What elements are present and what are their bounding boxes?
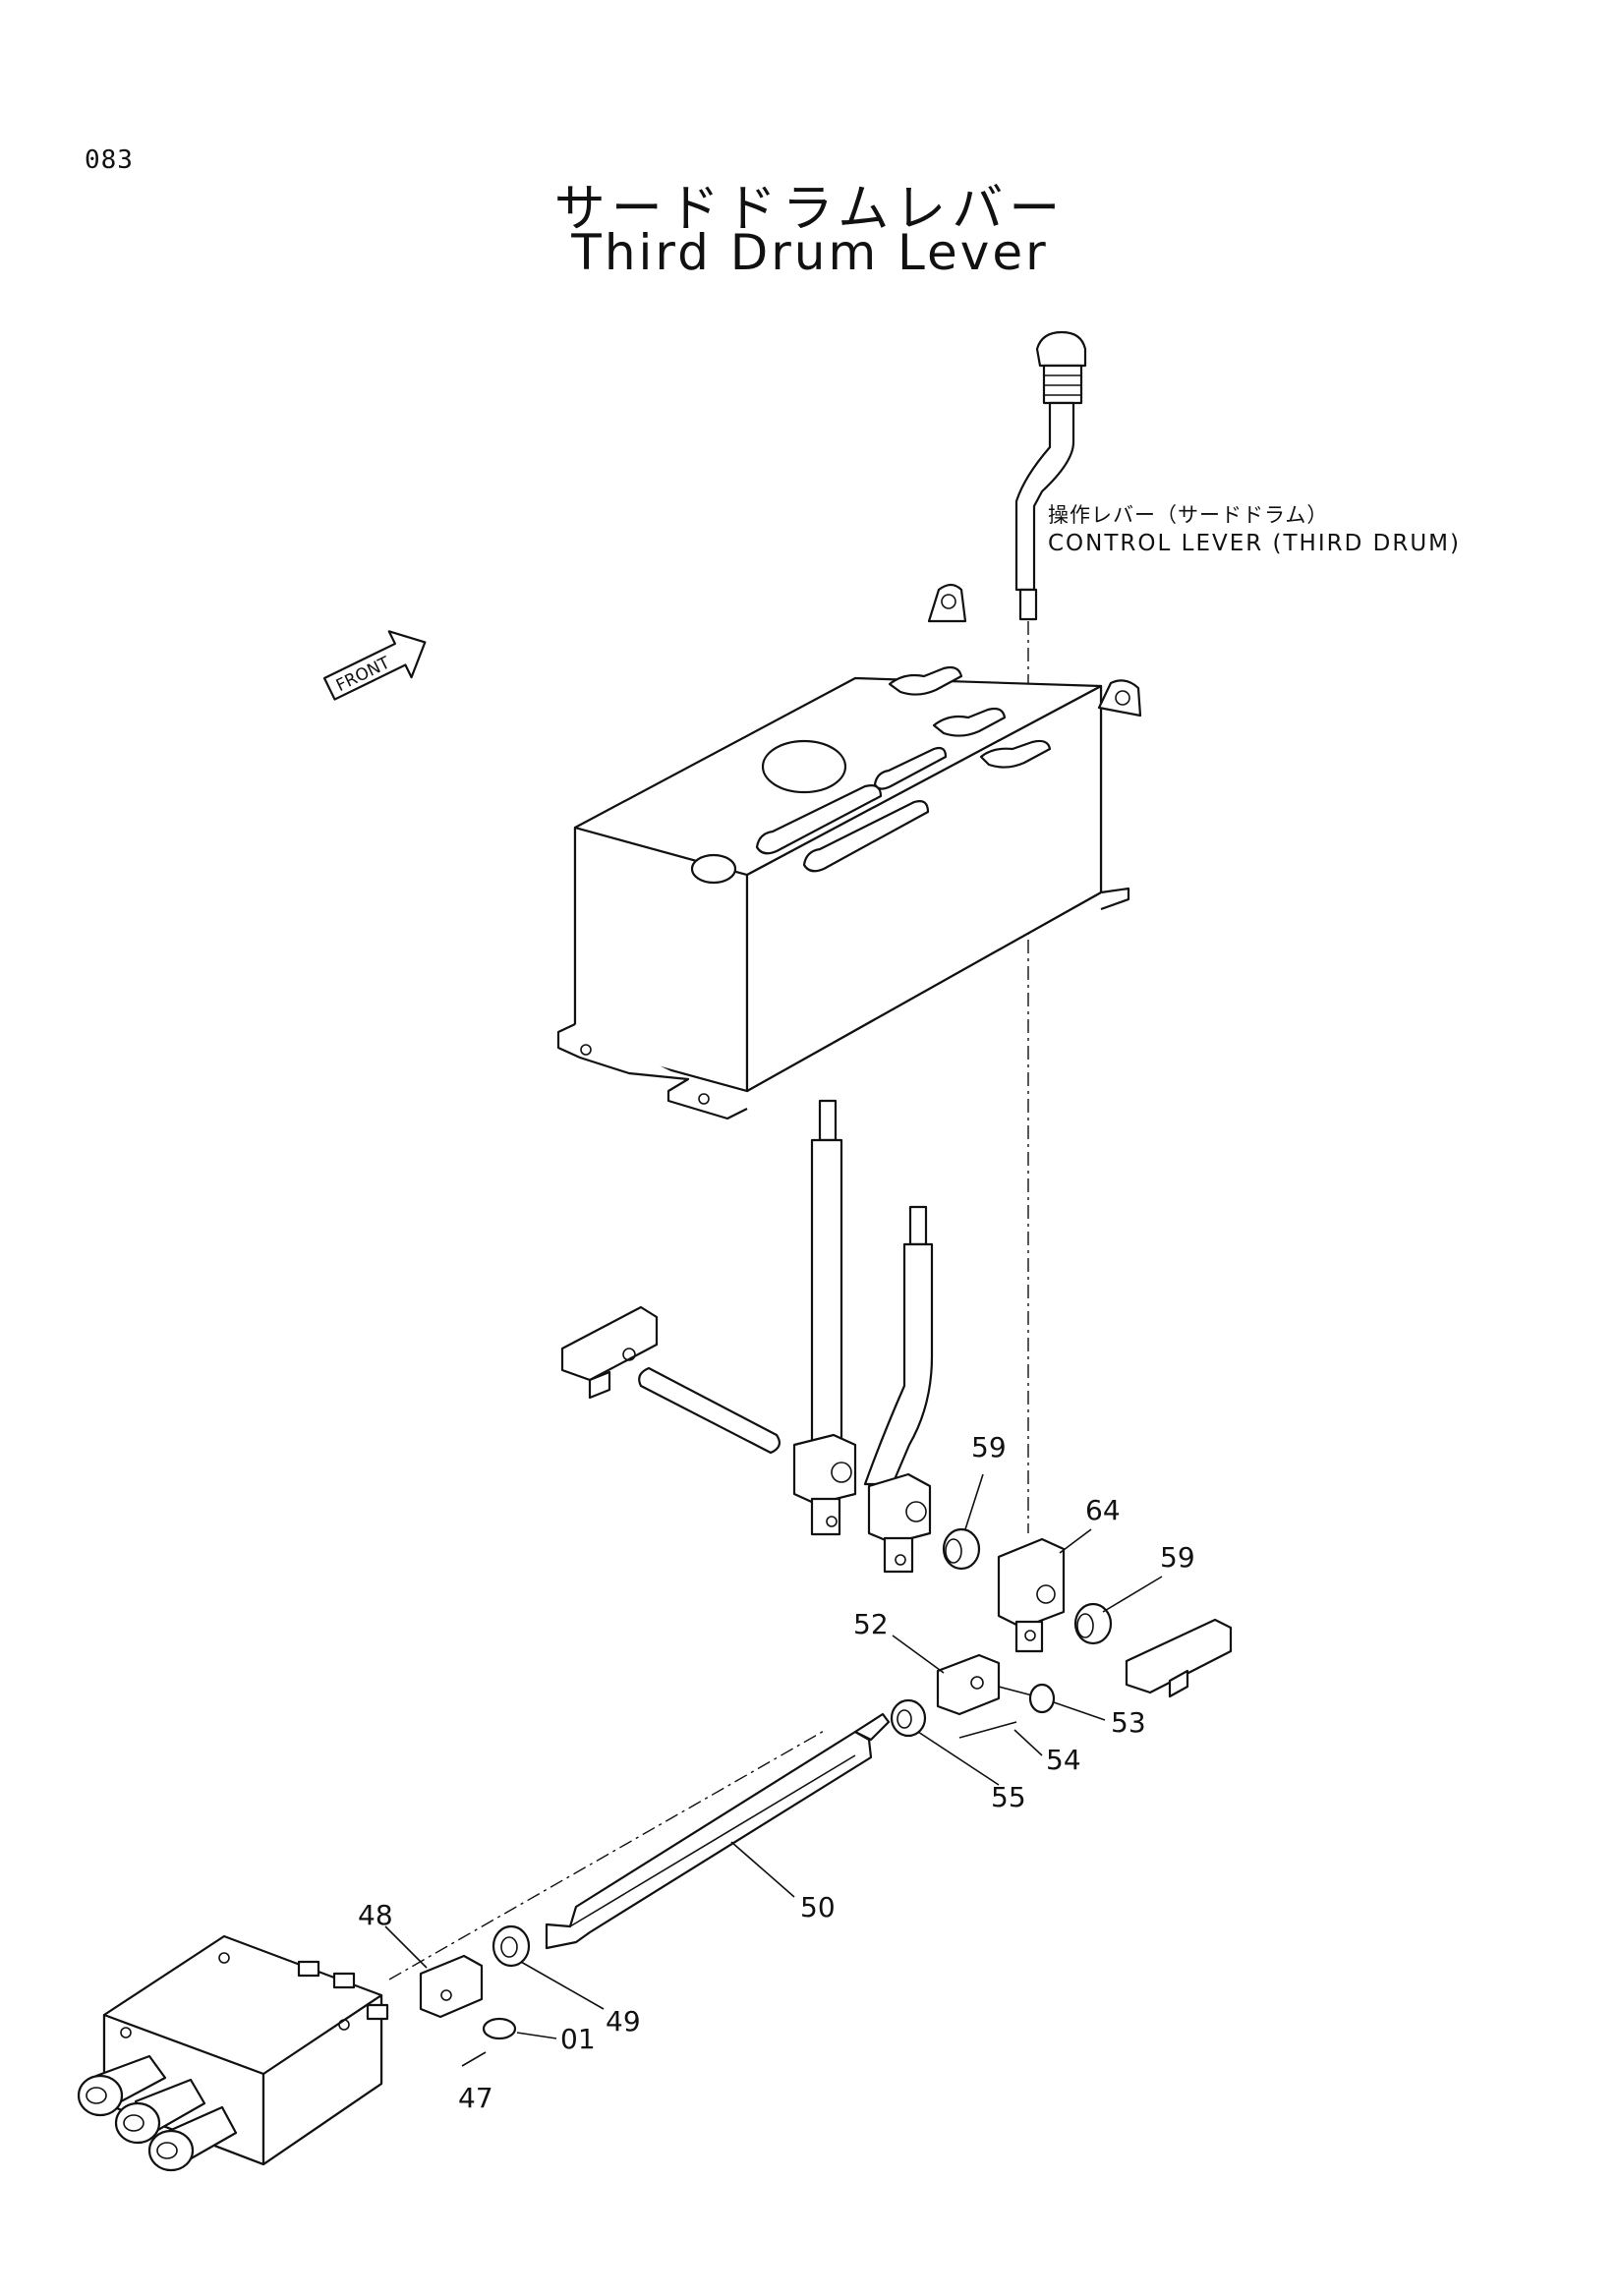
part-55-nut (890, 1698, 927, 1738)
leader-52 (892, 1635, 945, 1674)
leader-01 (516, 2032, 557, 2039)
pivot-block-right (1125, 1618, 1233, 1698)
leader-50 (730, 1841, 795, 1898)
front-arrow: FRONT (322, 630, 427, 701)
part-label-53: 53 (1111, 1706, 1146, 1739)
leader-53 (1053, 1701, 1106, 1721)
part-53-pin (998, 1683, 1056, 1714)
part-54-cotter-pin (958, 1721, 1017, 1739)
control-lever (1014, 330, 1087, 621)
part-59-bushing-a (942, 1527, 981, 1571)
part-label-49: 49 (606, 2005, 641, 2038)
valve-port-1 (77, 2054, 167, 2117)
pilot-valve-block (77, 1934, 389, 2172)
leader-49 (520, 1961, 605, 2010)
part-label-55: 55 (991, 1781, 1026, 1813)
valve-port-2 (114, 2078, 206, 2145)
part-label-64: 64 (1085, 1494, 1121, 1526)
leader-64 (1059, 1528, 1092, 1554)
part-47-cotter-pin (461, 2051, 487, 2067)
lever-rod-left (792, 1099, 857, 1536)
part-59-bushing-b (1073, 1602, 1113, 1645)
console-box (556, 583, 1142, 1120)
part-label-59b: 59 (1160, 1541, 1195, 1574)
part-label-59a: 59 (971, 1431, 1007, 1464)
part-label-50: 50 (800, 1891, 836, 1923)
part-01-pin (482, 2017, 517, 2040)
control-lever-callout-jp: 操作レバー（サードドラム） (1048, 503, 1329, 527)
control-lever-callout-en: CONTROL LEVER (THIRD DRUM) (1048, 531, 1461, 556)
part-label-52: 52 (853, 1608, 889, 1640)
part-label-48: 48 (358, 1899, 393, 1931)
part-label-47: 47 (458, 2082, 493, 2114)
rod-center-line (388, 1729, 827, 1980)
pivot-block-left (560, 1305, 781, 1455)
leader-55 (917, 1731, 1000, 1786)
title-japanese: サードドラムレバー (553, 180, 1067, 239)
part-50-rod (545, 1712, 891, 1950)
leader-59a (964, 1473, 984, 1530)
part-52-clevis (936, 1653, 1001, 1716)
page-number: 083 (85, 145, 134, 175)
part-49-nut (492, 1924, 531, 1968)
part-label-01: 01 (560, 2023, 596, 2055)
part-label-54: 54 (1046, 1744, 1081, 1776)
leader-48 (384, 1925, 428, 1969)
valve-port-3 (147, 2105, 238, 2172)
part-48-clevis (419, 1954, 484, 2019)
leader-54 (1013, 1729, 1043, 1756)
lever-rod-bent (863, 1205, 934, 1574)
title-english: Third Drum Lever (571, 224, 1049, 281)
leader-59b (1102, 1576, 1163, 1613)
part-64-block (997, 1537, 1066, 1653)
